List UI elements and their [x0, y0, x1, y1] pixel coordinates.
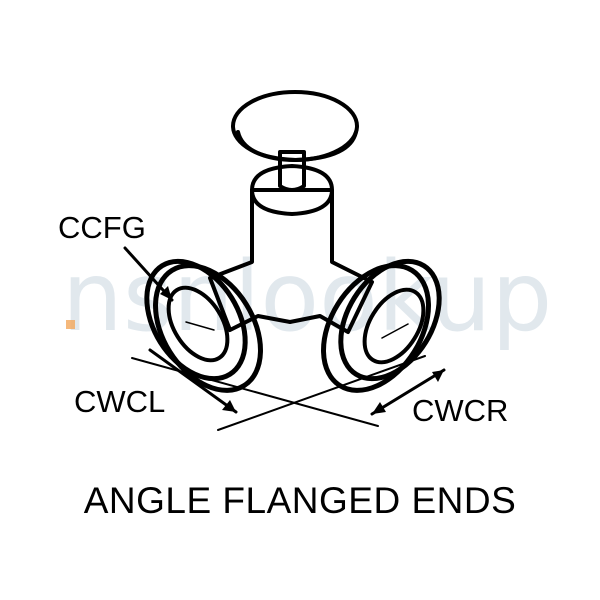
label-cwcr: CWCR — [412, 393, 508, 428]
extension-line-right — [217, 355, 426, 431]
watermark-dot — [66, 320, 75, 329]
right-flange-bore — [362, 287, 426, 365]
left-flange-centerline — [185, 321, 215, 331]
right-flange — [321, 258, 442, 393]
cwcr-dimension-arrow — [370, 368, 446, 416]
bonnet-collar — [250, 164, 334, 216]
valve-stem — [278, 150, 306, 192]
dimension-lines — [123, 246, 446, 431]
right-flange-back — [321, 263, 431, 393]
diagram-caption: ANGLE FLANGED ENDS — [84, 480, 517, 521]
right-flange-face — [338, 258, 442, 382]
cwcl-dimension-arrow — [148, 348, 238, 414]
cwcl-arrowhead — [222, 400, 236, 412]
right-flange-centerline — [381, 323, 409, 339]
label-cwcl: CWCL — [74, 384, 165, 419]
watermark-text: nsnlookup — [62, 241, 552, 353]
handwheel-edge — [236, 130, 358, 162]
left-flange — [144, 258, 263, 393]
cwcr-arrowhead — [372, 402, 386, 414]
cwcr-arrowhead-top — [432, 370, 444, 382]
label-ccfg: CCFG — [58, 210, 146, 245]
left-flange-face — [144, 258, 248, 382]
extension-line-left — [131, 357, 379, 427]
left-flange-bore — [166, 285, 230, 363]
